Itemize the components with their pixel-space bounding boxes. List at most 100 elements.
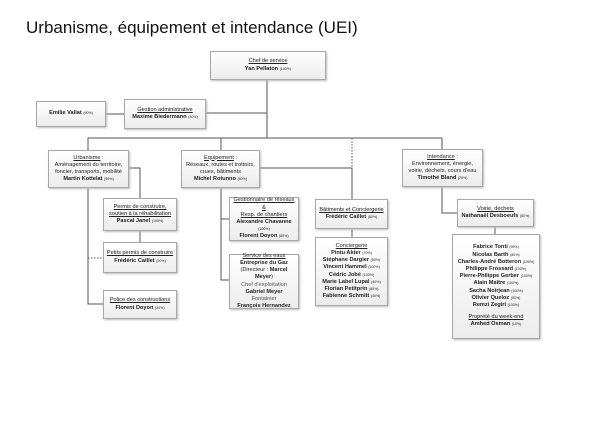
person-name: Martin Kottelat <box>63 176 103 183</box>
heading: Bâtiments et Conciergerie <box>319 206 384 213</box>
person-name: Florent Doyon <box>115 304 154 311</box>
person-name: Frédéric Caillet <box>114 257 155 264</box>
heading-suffix: : <box>233 154 237 161</box>
director-label: (Directeur : <box>240 267 270 274</box>
box-equipement: Equipement : Réseaux, routes et trottoir… <box>181 150 260 188</box>
percentage: (90%) <box>510 295 521 300</box>
person-row: Cédric Jobé (100%) <box>317 272 386 279</box>
person-name: Michel Rotunno <box>193 176 236 183</box>
heading: Gestionnaire de réseaux <box>233 197 295 204</box>
box-batiments-conciergerie: Bâtiments et Conciergerie Frédéric Caill… <box>315 199 388 229</box>
person-row: Pierre-Philippe Gerber (100%) <box>454 273 538 280</box>
percentage: (90%) <box>509 245 519 250</box>
percentage: (40%) <box>371 279 381 284</box>
heading-suffix: : <box>454 153 458 160</box>
box-chef-de-service: Chef de service Yan Pellaton (100%) <box>210 51 326 80</box>
heading: Propreté du week-end <box>468 314 524 321</box>
person-row: Florian Petitprin (80%) <box>317 286 386 293</box>
percentage: (60%) <box>370 258 381 263</box>
person-name: Maxime Biedermann <box>132 114 187 120</box>
percentage: (30%) <box>188 115 198 119</box>
percentage: (100%) <box>151 219 164 224</box>
line-urb-permis <box>128 167 141 242</box>
percentage: (100%) <box>511 288 523 293</box>
person-name: Alexandre Chavanne <box>236 219 292 225</box>
role: Fontainier <box>251 295 277 302</box>
person-row: Remzi Zegiri (100%) <box>454 302 538 309</box>
box-emilie-vallat: Emilie Vallat (60%) <box>36 101 106 127</box>
heading: Conciergerie <box>335 242 368 249</box>
heading: Resp. de chantiers <box>240 211 288 218</box>
percentage: (100%) <box>514 266 527 271</box>
heading: Voirie, déchets <box>477 205 514 212</box>
percentage: (100%) <box>258 227 270 232</box>
line-equip-batiments <box>259 167 353 237</box>
person-name: Marcel Meyer <box>254 267 288 281</box>
ampersand: & <box>262 204 266 211</box>
heading: Petits permis de construire <box>106 250 174 257</box>
person-name: Marie Label Lupal <box>322 278 370 285</box>
person-row: Marie Label Lupal (40%) <box>317 279 386 286</box>
percentage: (80%) <box>368 286 379 291</box>
person-name: Charles-André Botteron <box>457 258 522 265</box>
director-close: ) <box>271 274 274 281</box>
person-row: Philippe Frossard (100%) <box>454 266 538 273</box>
person-name: Nicolas Barth <box>472 251 509 258</box>
box-petits-permis: Petits permis de construire Frédéric Cai… <box>103 242 177 273</box>
person-name: Fabrice Tonti <box>473 244 508 251</box>
person-name: Stéphane Dargier <box>322 257 370 264</box>
heading: Police des constructions <box>109 297 171 304</box>
percentage: (60%) <box>83 111 93 116</box>
person-name: Gabriel Meyer <box>245 288 283 295</box>
person-name: Pascal Janel <box>116 218 151 225</box>
description: Environnement, énergie, voirie, déchets,… <box>408 160 477 174</box>
box-police-des-constructions: Police des constructions Florent Doyon (… <box>103 290 177 319</box>
box-conciergerie: Conciergerie Pintu Akter (70%)Stéphane D… <box>315 237 388 306</box>
person-name: Florent Doyon <box>239 233 278 240</box>
percentage: (10%) <box>511 322 522 327</box>
person-name: Timothé Bland <box>417 175 457 182</box>
heading: Gestion administrative <box>137 106 193 113</box>
person-row: Fabrice Tonti (90%) <box>454 244 538 251</box>
person-name: Sacha Noirjean <box>469 287 510 294</box>
heading: Urbanisme <box>73 154 101 161</box>
percentage: (20%) <box>154 305 165 310</box>
percentage: (100%) <box>279 66 292 71</box>
person-row: Alain Maître (100%) <box>454 280 538 287</box>
percentage: (80%) <box>278 234 289 239</box>
box-gestion-administrative: Gestion administrative Maxime Biedermann… <box>124 99 206 129</box>
box-service-des-eaux: Service des eaux Entreprise du Gaz (Dire… <box>229 253 299 310</box>
percentage: (100%) <box>506 281 519 286</box>
person-row: Vincent Hammel (100%) <box>317 264 386 271</box>
person-name: Florian Petitprin <box>324 285 368 292</box>
line-intendance-voirie <box>441 186 496 234</box>
person-name: Olivier Queloz <box>471 294 510 301</box>
person-name: Vincent Hammel <box>323 264 367 271</box>
box-voirie-dechets: Voirie, déchets Nathanaël Desboeufs (80%… <box>457 199 534 227</box>
description: Réseaux, routes et trottoirs, crues, bât… <box>186 161 255 175</box>
role: Chef d'exploitation <box>241 281 287 288</box>
person-row: Olivier Queloz (90%) <box>454 295 538 302</box>
percentage: (100%) <box>368 265 380 270</box>
percentage: (80%) <box>519 214 530 218</box>
heading: Equipement <box>204 154 234 161</box>
percentage: (70%) <box>362 250 372 255</box>
person-name: Nathanaël Desboeufs <box>461 213 519 219</box>
line-equip-children <box>220 187 230 281</box>
percentage: (40%) <box>370 294 381 299</box>
box-permis-de-construire: Permis de construire, soutien à la réhab… <box>103 198 177 231</box>
percentage: (100%) <box>507 303 520 307</box>
person-name: François Hernandez <box>237 303 291 310</box>
heading: Chef de service <box>248 58 288 65</box>
person-name: Amhed Osman <box>470 321 511 328</box>
heading-suffix: : <box>100 154 104 161</box>
company: Entreprise du Gaz <box>240 259 288 266</box>
person-row: Sacha Noirjean (100%) <box>454 288 538 295</box>
person-name: Remzi Zegiri <box>472 302 507 308</box>
person-name: Pintu Akter <box>331 249 361 256</box>
heading: Permis de construire, soutien à la réhab… <box>109 203 171 217</box>
person-row: Pintu Akter (70%) <box>317 250 386 257</box>
person-row: Nicolas Barth (80%) <box>454 252 538 259</box>
person-row: Charles-André Botteron (100%) <box>454 259 538 266</box>
